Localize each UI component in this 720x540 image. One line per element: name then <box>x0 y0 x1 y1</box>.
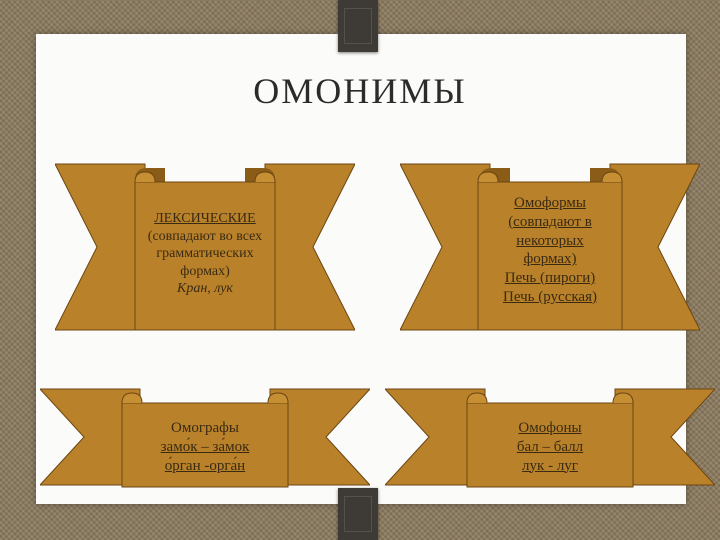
homographs-example2: о́рган -орга́н <box>164 457 246 474</box>
ribbon-shape <box>40 388 370 488</box>
top-clip <box>338 0 378 52</box>
homophones-example2: лук - луг <box>522 457 578 474</box>
ribbon-shape <box>55 163 355 331</box>
ribbon-shape <box>400 163 700 331</box>
banner-homographs: Омографы замо́к – за́мок о́рган -орга́н <box>40 385 370 495</box>
homoforms-heading: Омоформы <box>514 195 586 211</box>
bottom-clip <box>338 488 378 540</box>
lexical-line3: формах) <box>180 263 230 279</box>
homoforms-line2: некоторых <box>516 232 584 249</box>
lexical-line1: (совпадают во всех <box>147 228 263 244</box>
homoforms-line3: формах) <box>523 251 577 268</box>
slide-title: ОМОНИМЫ <box>253 71 467 111</box>
homographs-heading: Омографы <box>171 420 239 436</box>
homoforms-example1: Печь (пироги) <box>504 270 596 286</box>
lexical-line2: грамматических <box>156 246 254 261</box>
banner-lexical: ЛЕКСИЧЕСКИЕ (совпадают во всех грамматич… <box>55 160 355 340</box>
lexical-example: Кран, лук <box>177 281 233 296</box>
homoforms-example2: Печь (русская) <box>503 288 597 305</box>
homographs-example1: замо́к – за́мок <box>160 438 250 455</box>
banner-homophones: Омофоны бал – балл лук - луг <box>385 385 715 495</box>
ribbon-shape <box>385 388 715 488</box>
lexical-heading: ЛЕКСИЧЕСКИЕ <box>154 211 256 226</box>
homophones-example1: бал – балл <box>516 438 584 455</box>
banner-homoforms: Омоформы (совпадают в некоторых формах) … <box>400 160 700 340</box>
homoforms-line1: (совпадают в <box>508 213 592 230</box>
homophones-heading: Омофоны <box>518 420 582 436</box>
